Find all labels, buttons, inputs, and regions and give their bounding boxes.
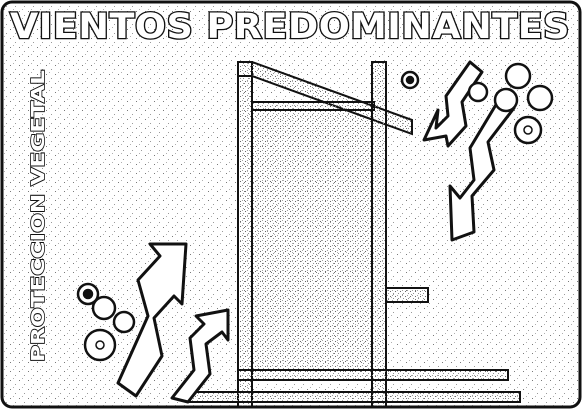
tree [504,62,532,90]
tree [526,84,554,112]
tree [112,310,136,334]
wall-stub [385,287,429,303]
wall-left [237,61,253,408]
tree [91,295,117,321]
tree [405,75,415,85]
tree [82,288,94,300]
tree [513,115,543,145]
wind-arrow-right-1 [422,60,484,148]
wind-arrow-left-large [116,242,188,398]
side-label: PROTECCION VEGETAL [28,70,49,362]
zigzag-wind-arrow-icon [116,60,516,404]
tree-circle-icon [76,62,554,362]
tree [467,81,489,103]
tree [493,87,519,113]
beam-top [251,101,375,111]
courtyard [252,105,372,370]
tree [523,125,533,135]
building-plan [189,61,521,408]
wall-top [237,61,413,136]
wind-arrow-right-2 [448,96,516,242]
tree [83,328,117,362]
wall-right [371,61,387,408]
wall-bottom-2 [189,391,521,403]
diagram-title: VIENTOS PREDOMINANTES [10,7,570,47]
wind-arrow-left-small [170,308,230,404]
wall-bottom-1 [237,369,509,381]
tree [95,340,105,350]
